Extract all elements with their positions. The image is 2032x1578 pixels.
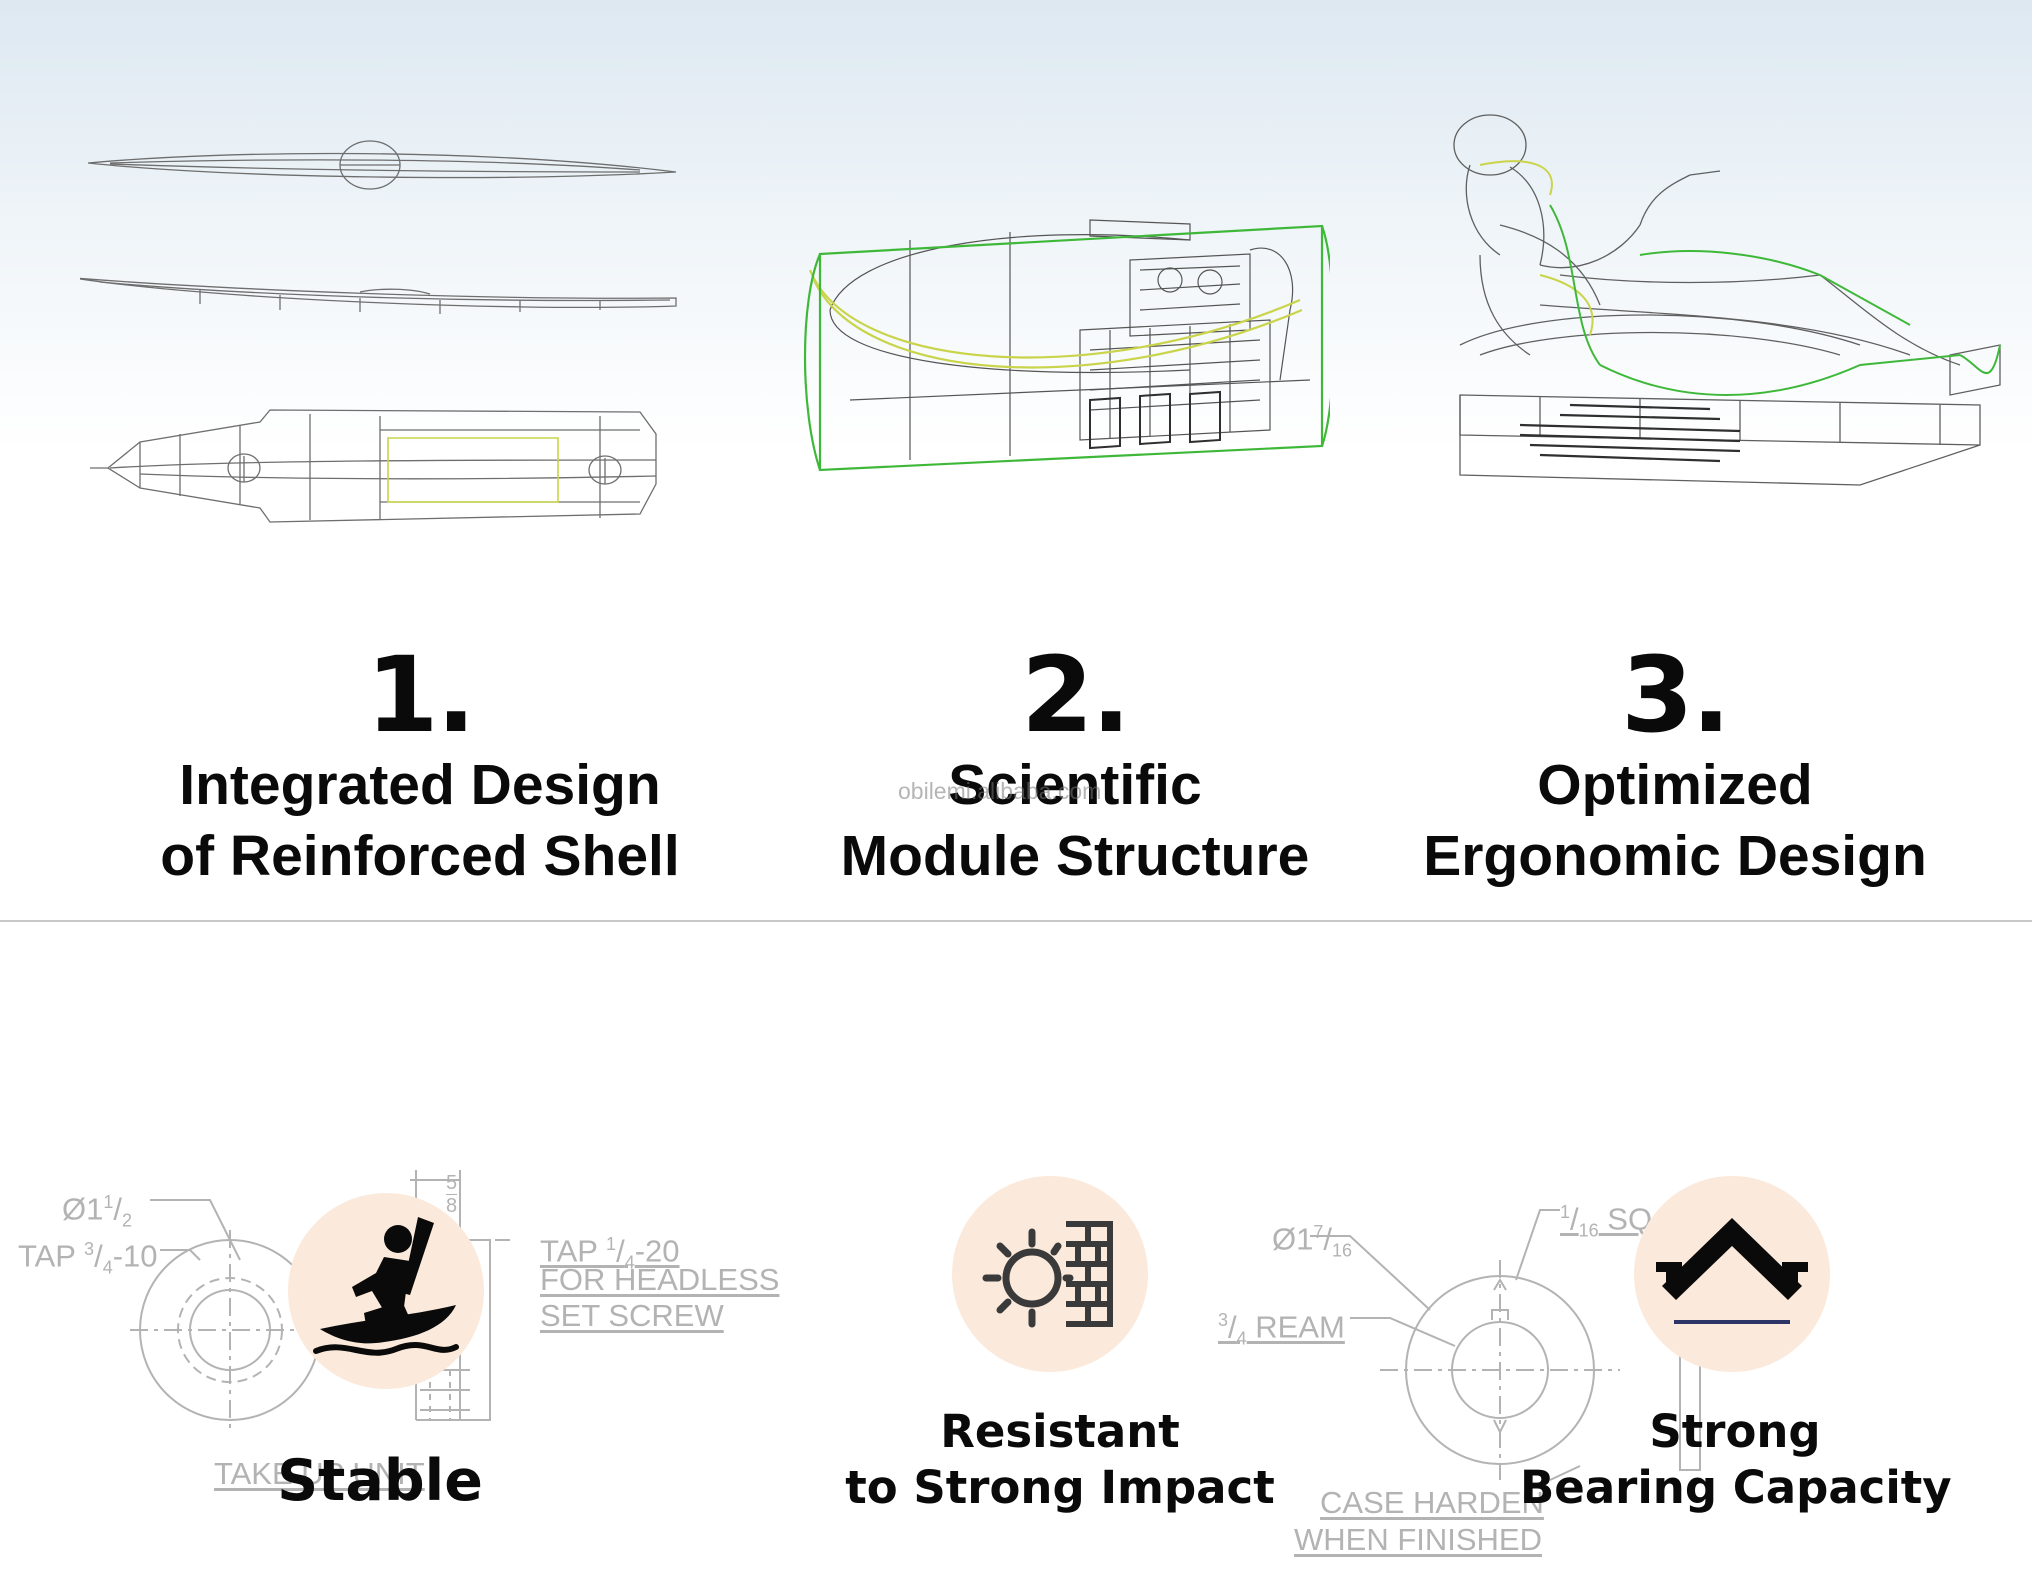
watermark: obilemi.alibaba.com bbox=[898, 778, 1102, 804]
dia-num: 7 bbox=[1313, 1222, 1324, 1242]
dia-prefix: Ø1 bbox=[62, 1191, 104, 1227]
blueprint-bottom-label: TAKE UP UNIT bbox=[214, 1456, 425, 1491]
blueprint-tap2-label: TAP 1/4-20 bbox=[540, 1233, 680, 1273]
dim-num: 5 bbox=[446, 1172, 458, 1194]
tap2-prefix: TAP bbox=[540, 1233, 607, 1269]
section-divider bbox=[0, 920, 2032, 922]
step-2: 2. Scientific Module Structure bbox=[790, 640, 1360, 892]
feature-label-impact: Resistant to Strong Impact bbox=[840, 1404, 1280, 1516]
step-number: 3. bbox=[1621, 634, 1731, 756]
tap2-num: 1 bbox=[606, 1234, 617, 1254]
ream-den: 4 bbox=[1236, 1328, 1247, 1349]
step-number: 2. bbox=[1021, 634, 1131, 756]
blueprint-dia-label: Ø11/2 bbox=[62, 1191, 133, 1231]
feature-label-stable: Stable bbox=[200, 1448, 560, 1514]
feature-label-bearing: Strong Bearing Capacity bbox=[1520, 1404, 1952, 1516]
tap-suffix: -10 bbox=[112, 1238, 158, 1274]
feature-line-1: Resistant bbox=[940, 1405, 1180, 1458]
dia-den: 16 bbox=[1332, 1240, 1353, 1261]
step-title-line-2: Ergonomic Design bbox=[1423, 824, 1927, 888]
ergonomic-figure-drawing bbox=[1440, 105, 2020, 505]
blueprint-right-dia-label: Ø17/16 bbox=[1272, 1221, 1353, 1261]
kayaker-icon bbox=[288, 1193, 484, 1389]
blueprint-right-note-1: CASE HARDEN bbox=[1320, 1485, 1544, 1520]
step-title-line-1: Scientific bbox=[948, 753, 1202, 817]
step-title-line-2: Module Structure bbox=[840, 824, 1310, 888]
feature-line-1: Stable bbox=[277, 1448, 483, 1514]
sq-num: 1 bbox=[1560, 1202, 1571, 1222]
module-structure-drawing bbox=[790, 210, 1330, 480]
feature-line-1: Strong bbox=[1649, 1405, 1821, 1458]
step-number: 1. bbox=[366, 634, 476, 756]
tap-num: 3 bbox=[84, 1239, 95, 1259]
blueprint-right-note-2: WHEN FINISHED bbox=[1294, 1522, 1542, 1557]
ream-suffix: REAM bbox=[1246, 1309, 1345, 1345]
blueprint-right-ream-label: 3/4 REAM bbox=[1218, 1309, 1345, 1349]
tap2-den: 4 bbox=[624, 1252, 635, 1273]
dim-den: 8 bbox=[446, 1194, 458, 1217]
feature-line-2: Bearing Capacity bbox=[1520, 1461, 1952, 1514]
bearing-capacity-icon bbox=[1634, 1176, 1830, 1372]
dia-num: 1 bbox=[103, 1192, 114, 1212]
dia-prefix: Ø1 bbox=[1272, 1221, 1314, 1257]
dia-den: 2 bbox=[122, 1210, 133, 1231]
impact-icon bbox=[952, 1176, 1148, 1372]
blueprint-dim-label: 5 8 bbox=[446, 1172, 458, 1217]
step-title-line-2: of Reinforced Shell bbox=[160, 824, 680, 888]
step-title-line-1: Optimized bbox=[1537, 753, 1813, 817]
tap2-suffix: -20 bbox=[634, 1233, 680, 1269]
ream-num: 3 bbox=[1218, 1310, 1229, 1330]
blueprint-tap-label: TAP 3/4-10 bbox=[18, 1238, 158, 1278]
feature-line-2: to Strong Impact bbox=[845, 1461, 1275, 1514]
step-3: 3. Optimized Ergonomic Design bbox=[1390, 640, 1960, 892]
top-band bbox=[0, 0, 2032, 600]
blueprint-note-2: SET SCREW bbox=[540, 1298, 724, 1333]
tap-prefix: TAP bbox=[18, 1238, 85, 1274]
tap-den: 4 bbox=[102, 1257, 113, 1278]
step-title-line-1: Integrated Design bbox=[179, 753, 661, 817]
sq-den: 16 bbox=[1578, 1220, 1599, 1241]
kayak-wireframe-drawing bbox=[80, 130, 690, 550]
step-1: 1. Integrated Design of Reinforced Shell bbox=[90, 640, 750, 892]
blueprint-note-1: FOR HEADLESS bbox=[540, 1262, 780, 1297]
